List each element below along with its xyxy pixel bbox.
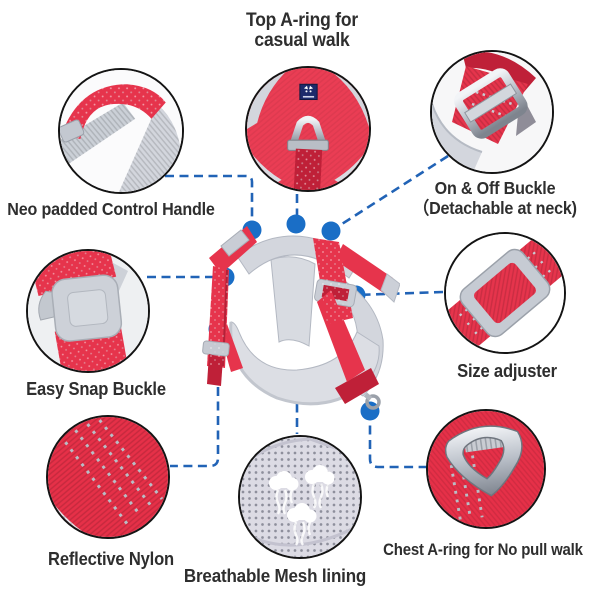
callout-label-size-adjuster: Size adjuster bbox=[457, 361, 557, 381]
callout-label-reflective-nylon: Reflective Nylon bbox=[48, 549, 174, 569]
snap-buckle-icon bbox=[38, 274, 123, 342]
steam-icon bbox=[287, 503, 317, 546]
detail-circle-top-a-ring bbox=[245, 66, 371, 192]
detail-circle-breathable-mesh bbox=[238, 435, 362, 559]
d-ring-icon bbox=[287, 115, 329, 151]
a-ring-icon bbox=[444, 425, 523, 497]
steam-icon bbox=[269, 471, 299, 515]
detail-circle-control-handle bbox=[58, 68, 184, 194]
harness-illustration bbox=[202, 226, 400, 410]
callout-label-chest-a-ring: Chest A-ring for No pull walk bbox=[383, 540, 583, 559]
callout-label-top-a-ring: Top A-ring for casual walk bbox=[245, 10, 358, 51]
detail-circle-on-off-buckle bbox=[430, 50, 554, 174]
callout-label-on-off-buckle: On & Off Buckle （Detachable at neck) bbox=[413, 178, 577, 218]
detail-circle-chest-a-ring bbox=[426, 409, 546, 529]
detail-circle-easy-snap bbox=[26, 249, 150, 373]
buckle-frame-icon bbox=[454, 68, 528, 139]
callout-label-easy-snap: Easy Snap Buckle bbox=[26, 379, 166, 399]
detail-circle-reflective-nylon bbox=[46, 415, 170, 539]
callout-label-control-handle: Neo padded Control Handle bbox=[7, 199, 215, 219]
brand-label bbox=[299, 83, 318, 101]
steam-icon bbox=[305, 465, 335, 509]
callout-label-breathable-mesh: Breathable Mesh lining bbox=[183, 565, 367, 586]
detail-circle-size-adjuster bbox=[444, 232, 566, 354]
d-ring-icon bbox=[365, 394, 381, 410]
